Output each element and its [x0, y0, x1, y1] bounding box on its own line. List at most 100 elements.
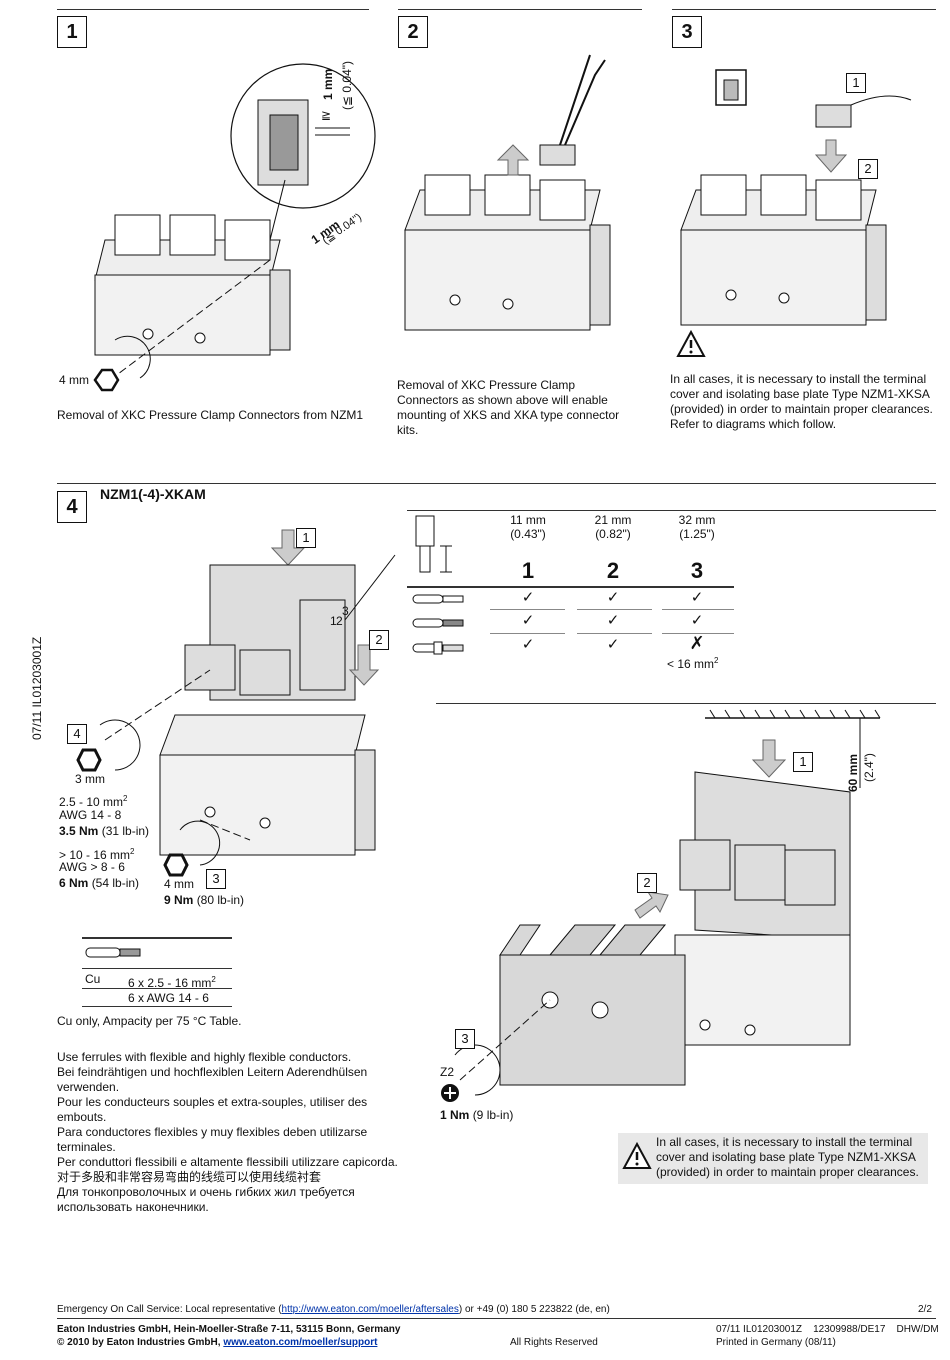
check-mark: ✓ [606, 612, 620, 629]
check-mark: ✓ [521, 612, 535, 629]
rights: All Rights Reserved [510, 1337, 598, 1348]
rule [57, 1318, 936, 1319]
check-mark: ✓ [521, 589, 535, 606]
callout-1: 1 [296, 528, 316, 548]
strip-col-number: 2 [606, 558, 620, 583]
support-link[interactable]: www.eaton.com/moeller/support [223, 1337, 378, 1348]
hex-size-label: 3 mm [75, 772, 105, 786]
sidebar-code: 07/11 IL01203001Z [30, 636, 44, 740]
page-number: 2/2 [918, 1304, 932, 1315]
callout-3: 3 [455, 1029, 475, 1049]
torque-label: 1 Nm (9 lb-in) [440, 1108, 514, 1122]
warning-icon [676, 329, 706, 357]
wire-icon [412, 594, 464, 604]
callout-3: 3 [206, 869, 226, 889]
rule [577, 609, 652, 610]
dim-label: (≦ 0.04") [340, 61, 354, 110]
dim-label: 1 mm [321, 68, 335, 100]
wire-icon [412, 618, 464, 628]
note-line: Pour les conducteurs souples et extra-so… [57, 1095, 368, 1124]
cross-note: < 16 mm2 [667, 656, 719, 671]
dim-label: 60 mm [846, 753, 860, 792]
section-caption: In all cases, it is necessary to install… [670, 372, 933, 431]
spec-line: 6 Nm (54 lb-in) [59, 876, 140, 890]
check-mark: ✓ [690, 589, 704, 606]
strip-col-number: 1 [521, 558, 535, 583]
ferrule-notes: Use ferrules with flexible and highly fl… [57, 1050, 417, 1215]
rule [436, 703, 936, 704]
screwdriver-label: Z2 [440, 1065, 455, 1079]
callout-1: 1 [793, 752, 813, 772]
rule [407, 586, 734, 588]
note-line: Для тонкопроволочных и очень гибких жил … [57, 1185, 355, 1214]
torque-label: 9 Nm (80 lb-in) [164, 893, 245, 907]
spec-line: AWG 14 - 8 [59, 808, 122, 822]
dim-label: ≧ [321, 108, 332, 122]
warning-box [618, 1133, 928, 1184]
dim-label: (2.4") [862, 753, 876, 782]
emergency-line: Emergency On Call Service: Local represe… [57, 1304, 610, 1315]
rule [490, 633, 565, 634]
callout-2: 2 [858, 159, 878, 179]
rule [577, 633, 652, 634]
wire-icon [85, 947, 141, 958]
warning-icon [622, 1141, 652, 1169]
callout-2: 2 [637, 873, 657, 893]
callout-1: 1 [846, 73, 866, 93]
cu-note: Cu only, Ampacity per 75 °C Table. [57, 1014, 242, 1028]
section-title: NZM1(-4)-XKAM [100, 486, 206, 502]
step-number-3: 3 [672, 16, 702, 48]
xkam-illustration-left [99, 529, 396, 866]
strip-col-header: 32 mm(1.25") [678, 513, 716, 541]
hex-size-label: 4 mm [164, 877, 194, 891]
rule [82, 937, 232, 939]
mini-label: 3 [342, 604, 349, 618]
step-number-1: 1 [57, 16, 87, 48]
doc-codes: 07/11 IL01203001Z 12309988/DE17 DHW/DM [716, 1324, 939, 1335]
strip-col-header: 11 mm(0.43") [510, 513, 546, 541]
spec-line: > 10 - 16 mm2 [59, 847, 135, 862]
note-line: 对于多股和非常容易弯曲的线缆可以使用线缆衬套 [57, 1170, 322, 1184]
rule [82, 968, 232, 969]
hex-icon [76, 748, 102, 772]
check-mark: ✓ [690, 612, 704, 629]
hex-icon [163, 853, 189, 877]
note-line: Para conductores flexibles y muy flexibl… [57, 1125, 368, 1154]
strip-length-icon [415, 515, 452, 573]
rule [662, 633, 734, 634]
mini-label: 1 [330, 614, 337, 628]
rule [407, 510, 936, 511]
check-mark: ✓ [521, 636, 535, 653]
company-address: Eaton Industries GmbH, Hein-Moeller-Stra… [57, 1324, 401, 1335]
spec-line: 3.5 Nm (31 lb-in) [59, 824, 150, 838]
callout-4: 4 [67, 724, 87, 744]
warning-text: In all cases, it is necessary to install… [656, 1135, 919, 1179]
rule [398, 9, 642, 10]
rule [57, 9, 369, 10]
note-line: Per conduttori flessibili e altamente fl… [57, 1155, 398, 1169]
strip-col-header: 21 mm(0.82") [594, 513, 632, 541]
aftersales-link[interactable]: http://www.eaton.com/moeller/aftersales [281, 1304, 459, 1315]
note-line: Use ferrules with flexible and highly fl… [57, 1050, 352, 1064]
check-mark: ✓ [606, 589, 620, 606]
step-number-4: 4 [57, 491, 87, 523]
section-caption: Removal of XKC Pressure Clamp Connectors… [397, 378, 620, 437]
wire-icon [412, 641, 464, 655]
breaker-illustration-3 [680, 69, 912, 326]
rule [662, 609, 734, 610]
rule [490, 609, 565, 610]
spec-line: 2.5 - 10 mm2 [59, 794, 128, 809]
printed: Printed in Germany (08/11) [716, 1337, 836, 1348]
step-number-2: 2 [398, 16, 428, 48]
rule [672, 9, 936, 10]
spec-line: AWG > 8 - 6 [59, 860, 125, 874]
cu-label: Cu [85, 972, 101, 986]
cu-spec: 6 x AWG 14 - 6 [128, 991, 209, 1005]
rule [82, 988, 232, 989]
xkam-illustration-right [441, 709, 881, 1102]
check-mark: ✓ [606, 636, 620, 653]
strip-col-number: 3 [690, 558, 704, 583]
section-caption: Removal of XKC Pressure Clamp Connectors… [57, 408, 364, 422]
cross-mark: ✗ [689, 633, 705, 653]
rule [82, 1006, 232, 1007]
